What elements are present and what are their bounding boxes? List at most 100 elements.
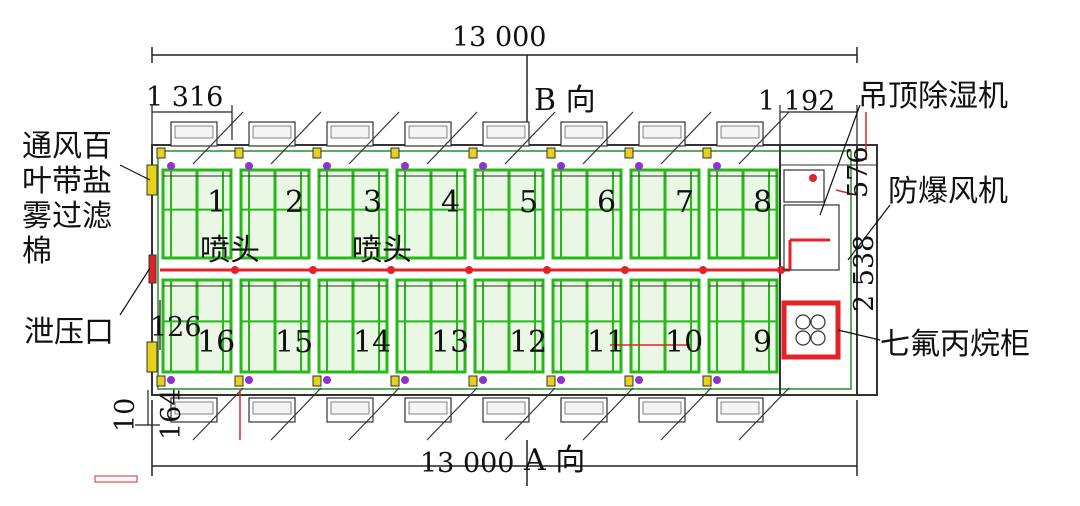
battery-module-top-5 xyxy=(482,111,556,165)
nozzle-dot xyxy=(699,266,707,274)
nozzle-dot xyxy=(387,266,395,274)
ceiling-dehumidifier-label: 吊顶除湿机 xyxy=(858,79,1008,114)
left-middle-dim-label: 126 xyxy=(150,312,202,343)
right-upper-dim-label: 576 xyxy=(843,146,874,198)
lower-vent-block xyxy=(146,341,158,373)
bottom-length-label: 13 000 xyxy=(420,448,515,479)
pressure-relief-label: 泄压口 xyxy=(24,315,114,350)
marker-dot xyxy=(479,162,487,170)
marker-yellow xyxy=(624,375,634,387)
bottom-dimension-line xyxy=(151,400,858,486)
ventilation-louver-line-1: 通风百 xyxy=(22,129,112,164)
battery-module-top-8 xyxy=(716,111,790,165)
rack-number: 2 xyxy=(285,185,305,220)
rack-number: 9 xyxy=(753,325,773,360)
battery-module-top-2 xyxy=(248,111,322,165)
rack-top-6 xyxy=(551,168,623,260)
nozzle-dot xyxy=(309,266,317,274)
rack-bottom-14 xyxy=(317,278,389,374)
marker-yellow xyxy=(390,147,400,159)
marker-yellow xyxy=(312,375,322,387)
fire-pipe xyxy=(160,238,830,272)
battery-module-bottom-12 xyxy=(482,387,556,441)
rack-bottom-10 xyxy=(629,278,701,374)
battery-module-bottom-16 xyxy=(170,387,244,441)
marker-yellow xyxy=(468,375,478,387)
direction-b-label: B 向 xyxy=(534,83,596,118)
battery-module-top-6 xyxy=(560,111,634,165)
hfc-cabinet-box xyxy=(781,300,841,360)
rack-bottom-15 xyxy=(239,278,311,374)
rack-bottom-12 xyxy=(473,278,545,374)
right-section-width-label: 1 192 xyxy=(758,86,836,117)
nozzle-dot xyxy=(543,266,551,274)
corner-marker xyxy=(94,475,138,483)
rack-number: 14 xyxy=(353,325,392,360)
marker-yellow xyxy=(156,147,166,159)
battery-module-bottom-13 xyxy=(404,387,478,441)
marker-yellow xyxy=(624,147,634,159)
top-length-label: 13 000 xyxy=(452,22,547,53)
nozzle-label-2: 喷头 xyxy=(352,233,412,268)
nozzle-label-1: 喷头 xyxy=(200,233,260,268)
fan-unit xyxy=(783,204,840,271)
marker-dot xyxy=(635,376,643,384)
ventilation-louver-line-2: 叶带盐 xyxy=(22,164,112,199)
rack-number: 5 xyxy=(519,185,539,220)
rack-top-3 xyxy=(317,168,389,260)
marker-dot xyxy=(557,376,565,384)
marker-dot xyxy=(401,376,409,384)
ventilation-louver-line-4: 棉 xyxy=(22,234,52,269)
rack-number: 4 xyxy=(441,185,461,220)
rack-number: 15 xyxy=(275,325,314,360)
marker-dot xyxy=(167,162,175,170)
right-lower-dim-label: 2 538 xyxy=(849,234,880,312)
marker-dot xyxy=(245,376,253,384)
marker-yellow xyxy=(390,375,400,387)
rack-bottom-11 xyxy=(551,278,623,374)
louver-block xyxy=(146,164,158,196)
marker-dot xyxy=(557,162,565,170)
marker-dot xyxy=(323,162,331,170)
nozzle-dot xyxy=(777,266,785,274)
rack-top-7 xyxy=(629,168,701,260)
rack-number: 10 xyxy=(665,325,704,360)
battery-module-top-7 xyxy=(638,111,712,165)
left-vertical-dims xyxy=(135,390,160,426)
marker-dot xyxy=(323,376,331,384)
rack-number: 7 xyxy=(675,185,695,220)
rack-top-4 xyxy=(395,168,467,260)
marker-yellow xyxy=(156,375,166,387)
rack-top-1 xyxy=(161,168,233,260)
rack-bottom-16 xyxy=(161,278,233,374)
left-bottom-dim-b-label: 10 xyxy=(110,397,141,432)
leader-lines xyxy=(119,104,891,350)
marker-yellow xyxy=(702,147,712,159)
direction-a-label: A 向 xyxy=(524,443,586,478)
marker-yellow xyxy=(234,147,244,159)
rack-top-5 xyxy=(473,168,545,260)
rack-bottom-9 xyxy=(707,278,779,374)
marker-dot xyxy=(635,162,643,170)
battery-module-top-1 xyxy=(170,111,244,165)
sub-dimension-lines xyxy=(151,105,858,150)
rack-bottom-13 xyxy=(395,278,467,374)
marker-yellow xyxy=(468,147,478,159)
marker-dot xyxy=(245,162,253,170)
hfc-cabinet-label: 七氟丙烷柜 xyxy=(880,327,1030,362)
marker-yellow xyxy=(702,375,712,387)
marker-yellow xyxy=(312,147,322,159)
rack-number: 11 xyxy=(587,325,626,360)
battery-module-top-3 xyxy=(326,111,400,165)
ventilation-louver-line-3: 雾过滤 xyxy=(22,199,112,234)
battery-module-bottom-15 xyxy=(248,387,322,441)
rack-number: 12 xyxy=(509,325,548,360)
marker-dot xyxy=(713,376,721,384)
left-module-width-label: 1 316 xyxy=(146,82,224,113)
rack-number: 16 xyxy=(197,325,236,360)
nozzle-dot xyxy=(621,266,629,274)
rack-number: 8 xyxy=(753,185,773,220)
battery-module-top-4 xyxy=(404,111,478,165)
container-inner-outline xyxy=(157,150,852,390)
